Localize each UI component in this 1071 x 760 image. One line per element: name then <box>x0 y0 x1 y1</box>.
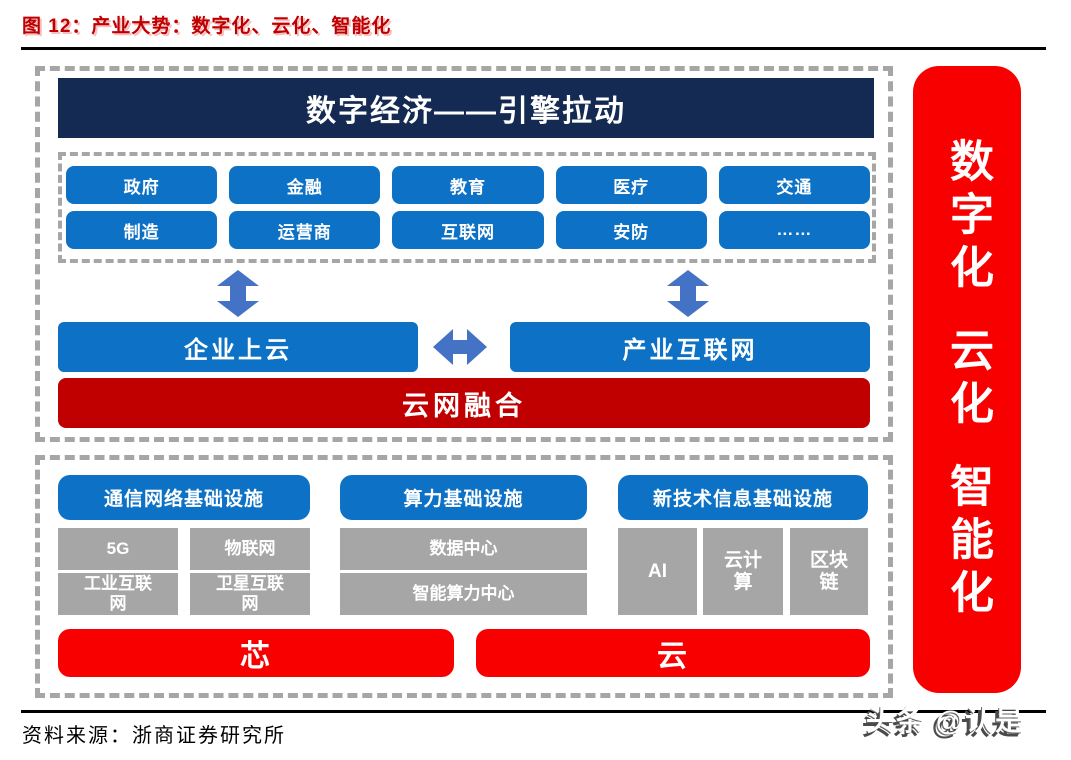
digital-economy-frame <box>35 66 893 442</box>
cell-iot-label: 物联网 <box>224 539 276 559</box>
cell-data-center: 数据中心 <box>340 528 587 570</box>
industry-government: 政府 <box>66 166 218 204</box>
industry-operators: 运营商 <box>229 211 381 249</box>
chip-cloud-box: 云 <box>476 629 870 677</box>
source-note: 资料来源：浙商证券研究所 <box>22 725 286 747</box>
cell-iot: 物联网 <box>190 528 310 570</box>
cell-cloud-computing: 云计算 <box>703 528 783 615</box>
figure-title: 图 12：产业大势：数字化、云化、智能化 <box>22 16 392 37</box>
banner-word-intelligentization: 智能化 <box>943 462 992 622</box>
industries-grid: 政府 金融 教育 医疗 交通 制造 运营商 互联网 安防 …… <box>66 166 870 249</box>
industry-transport: 交通 <box>718 166 870 204</box>
up-down-arrow-icon <box>667 270 709 317</box>
comm-network-infra-header: 通信网络基础设施 <box>58 475 310 520</box>
chip-core-box: 芯 <box>58 629 454 677</box>
banner-word-cloudification: 云化 <box>943 326 992 433</box>
side-banner: 数字化 云化 智能化 <box>913 66 1021 693</box>
cell-industrial-internet: 工业互联网 <box>58 573 178 615</box>
industry-manufacturing: 制造 <box>66 211 218 249</box>
cell-cloud-computing-label: 云计算 <box>723 549 762 593</box>
industry-security: 安防 <box>555 211 707 249</box>
watermark: 头条 @认是 <box>866 705 1026 736</box>
industries-frame <box>58 152 876 263</box>
infrastructure-frame <box>35 455 893 698</box>
computing-infra-header: 算力基础设施 <box>340 475 587 520</box>
cell-satellite-internet: 卫星互联网 <box>190 573 310 615</box>
cell-blockchain: 区块链 <box>790 528 868 615</box>
up-down-arrow-icon <box>217 270 259 317</box>
industry-medical: 医疗 <box>555 166 707 204</box>
cell-ai: AI <box>618 528 697 615</box>
cell-5g: 5G <box>58 528 178 570</box>
industry-internet-box: 产业互联网 <box>510 322 870 372</box>
cell-industrial-internet-label: 工业互联网 <box>84 574 152 613</box>
cell-intelligent-computing-center: 智能算力中心 <box>340 573 587 615</box>
cell-satellite-internet-label: 卫星互联网 <box>216 574 284 613</box>
cell-ai-label: AI <box>648 560 667 582</box>
footer-divider <box>21 710 1046 713</box>
industry-finance: 金融 <box>229 166 381 204</box>
industry-internet: 互联网 <box>392 211 544 249</box>
engine-header-box: 数字经济——引擎拉动 <box>58 78 874 138</box>
cloud-network-fusion-box: 云网融合 <box>58 378 870 428</box>
new-tech-infra-header: 新技术信息基础设施 <box>618 475 868 520</box>
cell-5g-label: 5G <box>106 539 130 559</box>
banner-word-digitalization: 数字化 <box>943 137 992 297</box>
left-right-arrow-icon <box>433 329 487 365</box>
industry-education: 教育 <box>392 166 544 204</box>
title-divider <box>21 47 1046 50</box>
enterprise-cloud-box: 企业上云 <box>58 322 418 372</box>
cell-blockchain-label: 区块链 <box>809 549 848 593</box>
industry-ellipsis: …… <box>718 211 870 249</box>
